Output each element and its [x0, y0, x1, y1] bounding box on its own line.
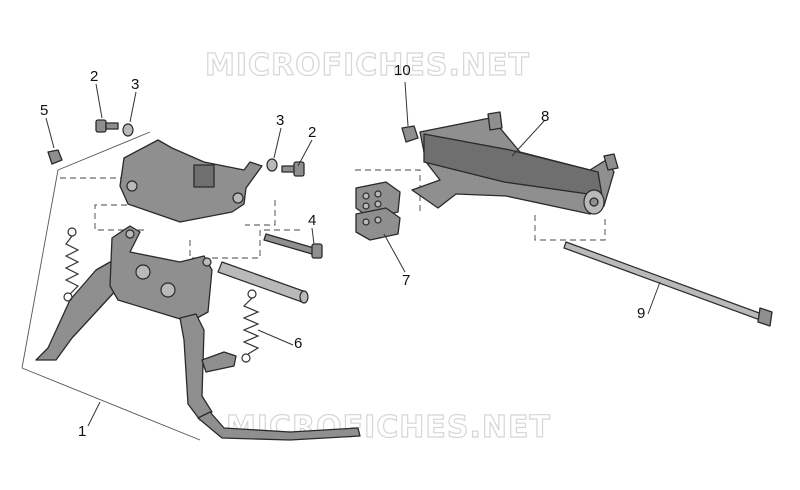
- leader-lines: [45, 81, 661, 427]
- callout-9: 9: [637, 305, 646, 322]
- washer-3-left: [122, 123, 134, 137]
- bolt-2-left: [95, 119, 119, 133]
- assembly-frame: [21, 131, 201, 441]
- bracket-block: [193, 164, 215, 188]
- callout-10: 10: [394, 62, 411, 79]
- callout-2-right: 2: [308, 124, 317, 141]
- stand-hole-4: [202, 257, 212, 267]
- pivot-pin: [217, 261, 309, 304]
- callout-5: 5: [40, 102, 49, 119]
- callout-4: 4: [308, 212, 317, 229]
- callout-3-left: 3: [131, 76, 140, 93]
- spring-right: [241, 289, 260, 363]
- spring-left: [63, 227, 80, 302]
- nut-5: [47, 149, 63, 165]
- callout-2-left: 2: [90, 68, 99, 85]
- swing-arm: [411, 111, 619, 215]
- callout-7: 7: [402, 272, 411, 289]
- washer-3-right: [266, 158, 278, 172]
- stand-hole-2: [160, 282, 176, 298]
- stand-hole-1: [135, 264, 151, 280]
- callout-6: 6: [294, 335, 303, 352]
- center-stand: [35, 225, 361, 441]
- callout-3-right: 3: [276, 112, 285, 129]
- stand-bracket: [119, 139, 263, 223]
- bolt-2-right: [281, 161, 305, 177]
- rubber-blocks: [355, 181, 401, 241]
- bolt-4: [263, 233, 323, 259]
- nut-10: [401, 125, 419, 143]
- alignment-guides: [60, 169, 606, 259]
- watermark-top: MICROFICHES.NET: [204, 47, 530, 83]
- callout-1: 1: [78, 423, 87, 440]
- callout-8: 8: [541, 108, 550, 125]
- stand-hole-3: [125, 229, 135, 239]
- long-bolt-9: [563, 241, 773, 327]
